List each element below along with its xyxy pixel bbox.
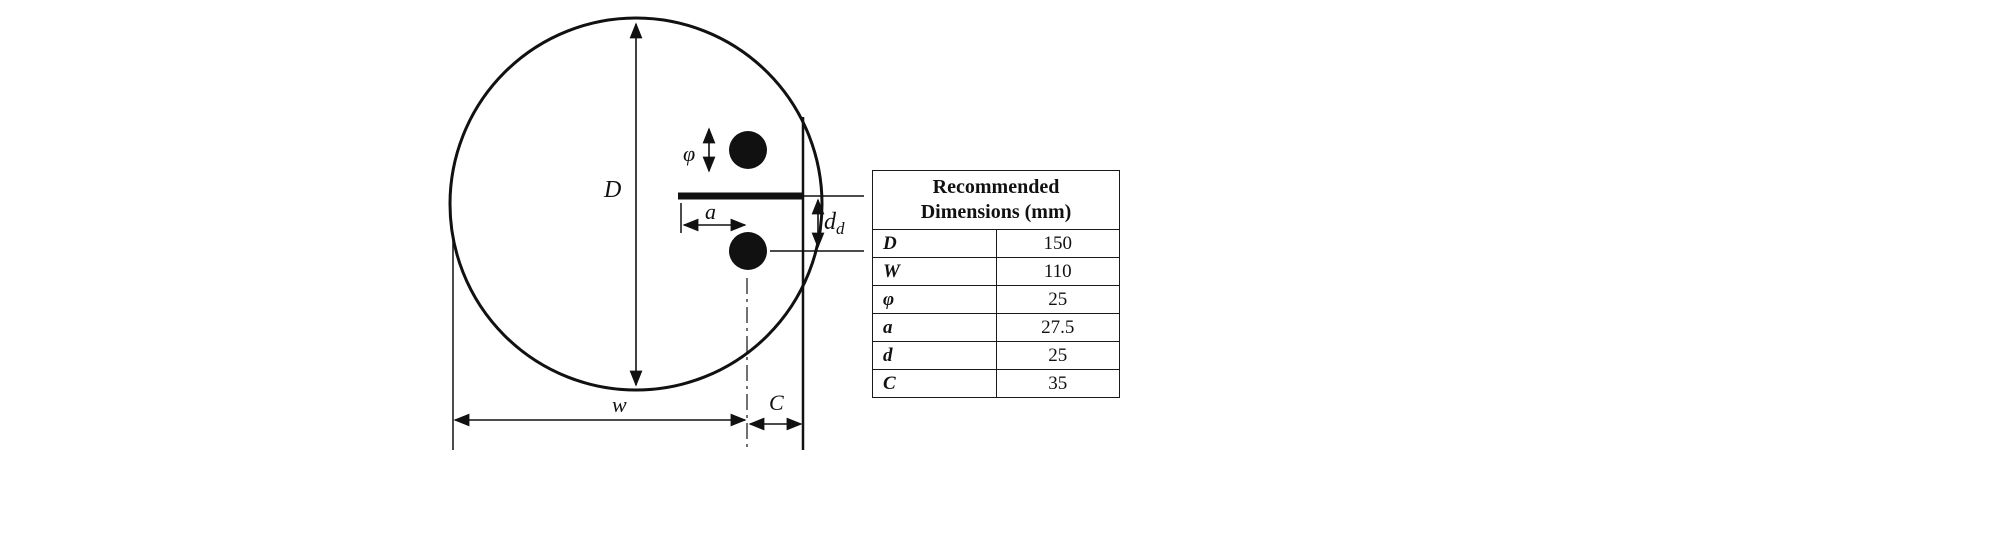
loading-hole-upper: [729, 131, 767, 169]
symbol-cell: a: [872, 313, 997, 342]
notch-slot: [678, 192, 803, 200]
value-cell: 110: [995, 257, 1120, 286]
table-header-line1: Recommended: [932, 176, 1060, 198]
value-cell: 25: [995, 285, 1120, 314]
loading-hole-lower: [729, 232, 767, 270]
hole-distance-label-sub: d: [836, 219, 845, 238]
flat-offset-label: C: [769, 390, 784, 415]
table-row: φ 25: [872, 285, 1120, 314]
symbol-cell: φ: [872, 285, 997, 314]
width-label: w: [612, 392, 627, 417]
diameter-label: D: [603, 177, 621, 203]
value-cell: 35: [995, 369, 1120, 398]
dimensions-table: Recommended Dimensions (mm) D 150 W 110 …: [872, 170, 1120, 398]
value-cell: 150: [995, 229, 1120, 258]
symbol-cell: d: [872, 341, 997, 370]
hole-diameter-label: φ: [683, 141, 695, 166]
table-header-line2: Dimensions (mm): [920, 201, 1072, 223]
table-row: d 25: [872, 341, 1120, 370]
table-header-row: Recommended Dimensions (mm): [872, 170, 1120, 230]
symbol-cell: W: [872, 257, 997, 286]
value-cell: 25: [995, 341, 1120, 370]
table-row: W 110: [872, 257, 1120, 286]
symbol-cell: C: [872, 369, 997, 398]
table-row: a 27.5: [872, 313, 1120, 342]
table-row: D 150: [872, 229, 1120, 258]
table-header: Recommended Dimensions (mm): [872, 170, 1120, 230]
table-row: C 35: [872, 369, 1120, 398]
hole-distance-label-main: d: [824, 209, 837, 235]
symbol-cell: D: [872, 229, 997, 258]
value-cell: 27.5: [995, 313, 1120, 342]
notch-length-label: a: [705, 199, 716, 224]
hole-distance-label: dd: [824, 209, 845, 238]
